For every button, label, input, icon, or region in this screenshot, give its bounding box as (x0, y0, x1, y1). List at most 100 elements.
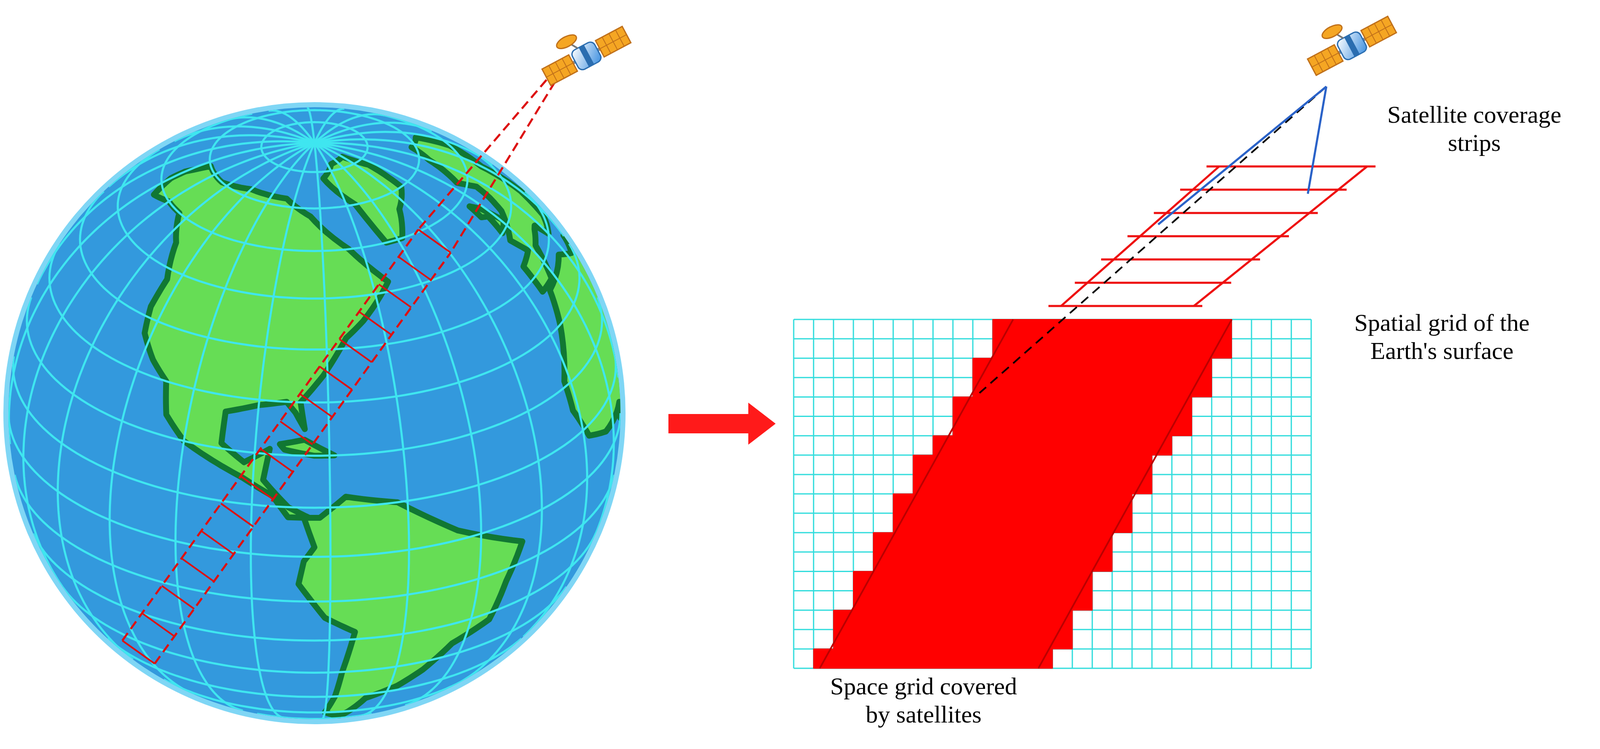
covered-cell (992, 377, 1014, 398)
covered-cell (1171, 416, 1193, 437)
strip-rung (142, 613, 175, 637)
covered-cell (972, 532, 993, 553)
graticule-line (23, 142, 315, 587)
covered-cell (813, 648, 834, 669)
strip-rung (1048, 305, 1203, 308)
covered-cell (1151, 319, 1173, 340)
covered-cell (952, 512, 974, 534)
strip-rung (319, 366, 352, 390)
graticule-line (8, 413, 621, 558)
red-arrow (668, 402, 776, 445)
graticule (8, 107, 621, 720)
covered-cell (992, 512, 1014, 534)
covered-cell (1071, 454, 1093, 476)
covered-cell (892, 532, 914, 553)
covered-cell (872, 570, 894, 592)
covered-cell (1032, 570, 1053, 592)
covered-cell (972, 435, 993, 456)
covered-cell (1151, 338, 1173, 359)
covered-cell (852, 648, 874, 669)
label-text: Spatial grid of the Earth's surface (1328, 308, 1556, 365)
strip-rung (1180, 188, 1347, 191)
covered-cell (972, 474, 993, 495)
label-text: Satellite coverage strips (1365, 100, 1584, 157)
globe-rim (3, 102, 626, 725)
covered-cell (992, 416, 1014, 437)
covered-cell (1012, 474, 1033, 495)
covered-cell (992, 493, 1014, 514)
covered-cell (1111, 416, 1133, 437)
covered-cell (992, 532, 1014, 553)
strip-rung (1127, 235, 1289, 238)
globe-ocean (8, 107, 621, 720)
covered-cell (972, 454, 993, 476)
covered-cell (952, 532, 974, 553)
covered-cell (1071, 551, 1093, 572)
covered-cell (912, 532, 934, 553)
strip-rung (359, 311, 392, 336)
covered-cell (932, 629, 954, 650)
covered-cell (1171, 396, 1193, 417)
covered-cell (1032, 435, 1053, 456)
covered-cell (1052, 319, 1073, 340)
graticule-line (314, 142, 614, 538)
covered-cell (1052, 396, 1073, 417)
covered-cell (1012, 396, 1033, 417)
covered-cell (1071, 512, 1093, 534)
covered-cell (1052, 512, 1073, 534)
covered-cell (932, 609, 954, 631)
covered-cell (1091, 396, 1113, 417)
covered-cell (1091, 454, 1113, 476)
covered-cell (1052, 493, 1073, 514)
covered-cell (1071, 474, 1093, 495)
covered-cell (872, 609, 894, 631)
covered-cell (1171, 319, 1193, 340)
covered-cell (1071, 319, 1093, 340)
covered-cell (972, 512, 993, 534)
globe-coverage-strip (122, 79, 555, 664)
covered-cell (1012, 377, 1033, 398)
covered-cell (1032, 396, 1053, 417)
covered-cell (992, 435, 1014, 456)
covered-cell (1191, 319, 1212, 340)
covered-cell (1032, 357, 1053, 378)
covered-cell (1071, 416, 1093, 437)
covered-cell (1032, 377, 1053, 398)
covered-cell (1071, 338, 1093, 359)
covered-cell (1012, 551, 1033, 572)
boundary-line (1038, 319, 1232, 669)
covered-cell (1091, 357, 1113, 378)
covered-cell (1032, 609, 1053, 631)
covered-cells (813, 319, 1232, 669)
strip-rung (418, 229, 451, 253)
covered-cell (1131, 377, 1153, 398)
covered-cell (1091, 493, 1113, 514)
covered-cell (1111, 435, 1133, 456)
covered-cell (1052, 474, 1073, 495)
covered-cell (1052, 357, 1073, 378)
covered-cell (1012, 416, 1033, 437)
covered-cell (1052, 590, 1073, 611)
covered-cell (1052, 416, 1073, 437)
covered-cell (1012, 454, 1033, 476)
covered-cell (1032, 532, 1053, 553)
covered-cell (932, 648, 954, 669)
covered-cell (1091, 416, 1113, 437)
covered-cell (1012, 629, 1033, 650)
covered-cell (912, 648, 934, 669)
covered-cell (992, 357, 1014, 378)
covered-cell (1012, 319, 1033, 340)
covered-cell (852, 590, 874, 611)
covered-cell (992, 454, 1014, 476)
graticule-line (314, 142, 588, 637)
graticule-line (13, 356, 616, 508)
covered-cell (1131, 396, 1153, 417)
satellite-icon (1299, 0, 1398, 77)
covered-cell (952, 551, 974, 572)
covered-cell (952, 648, 974, 669)
covered-cell (992, 570, 1014, 592)
covered-cell (992, 629, 1014, 650)
covered-cell (892, 648, 914, 669)
strip-rung (1100, 258, 1260, 261)
covered-cell (1052, 454, 1073, 476)
